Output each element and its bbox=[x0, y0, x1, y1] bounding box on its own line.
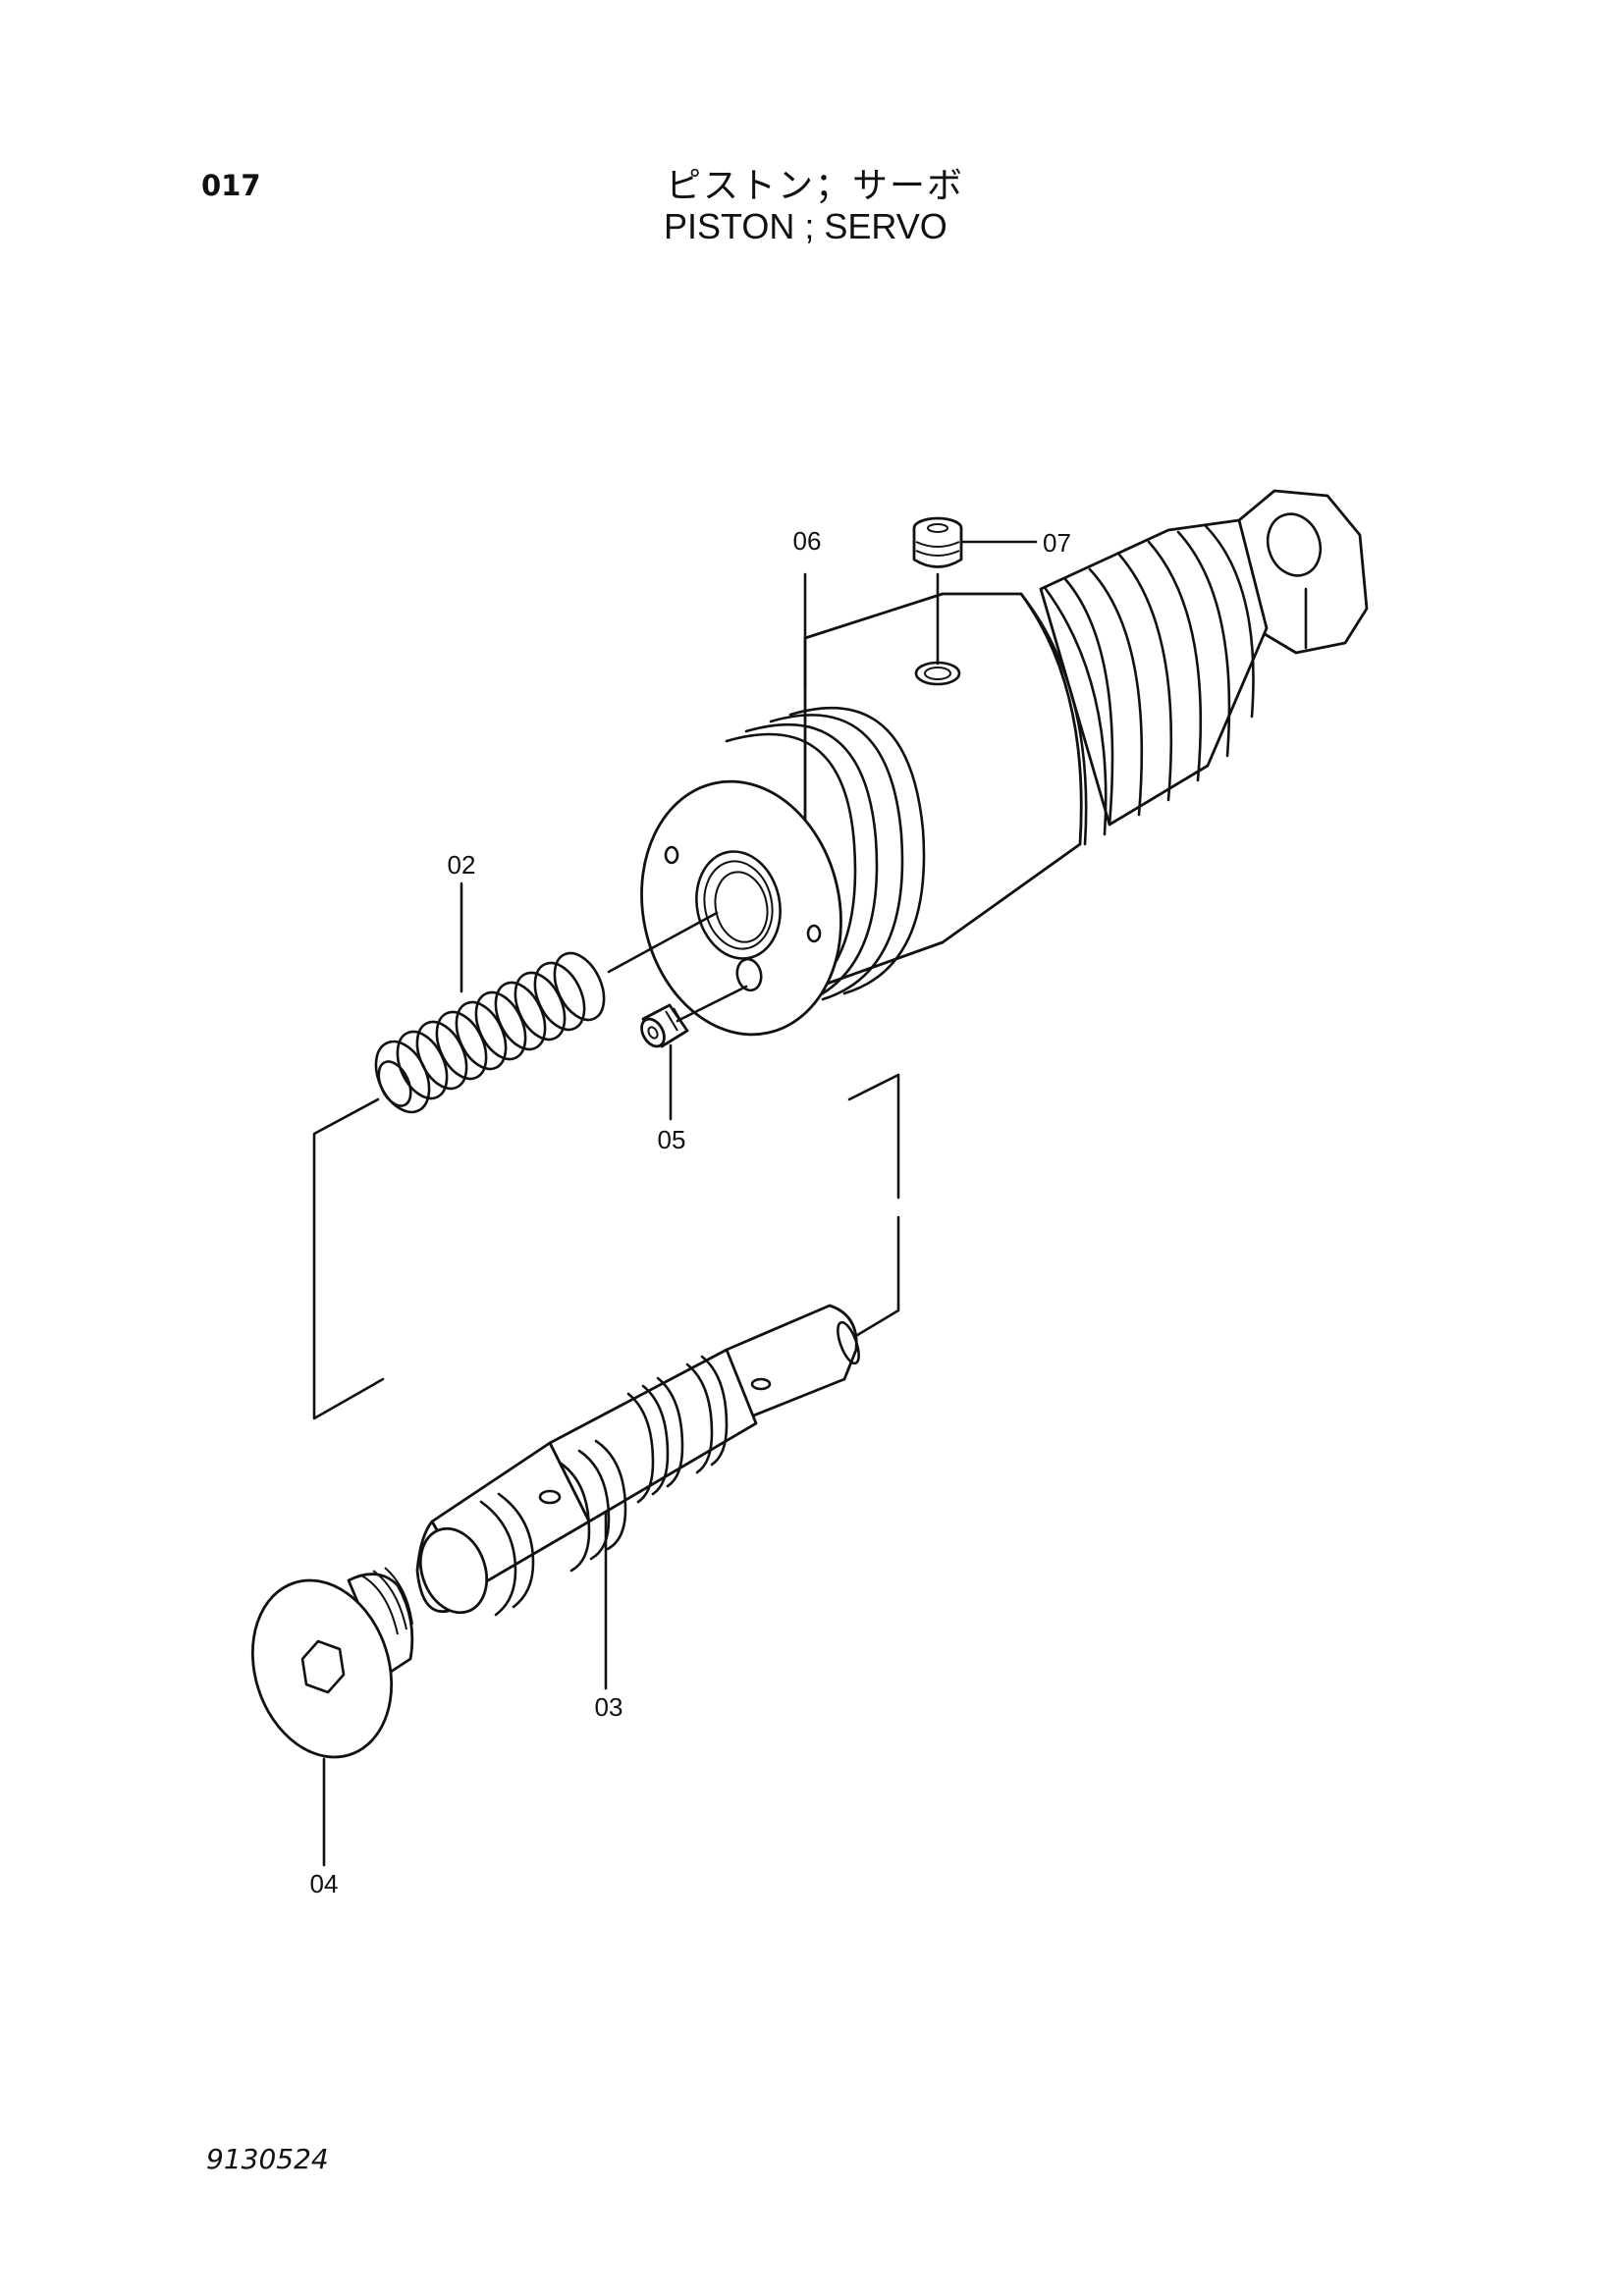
part-05-set-screw bbox=[640, 1003, 689, 1048]
callout-06: 06 bbox=[793, 526, 822, 556]
callout-07: 07 bbox=[1043, 528, 1071, 558]
title-japanese: ピストン；サーボ bbox=[666, 166, 965, 206]
callout-03: 03 bbox=[595, 1692, 623, 1722]
callout-02: 02 bbox=[448, 850, 476, 880]
part-02-spring bbox=[374, 951, 606, 1114]
page-number: 017 bbox=[201, 169, 261, 202]
leader-lines bbox=[322, 540, 1038, 1867]
part-03-spool bbox=[415, 1304, 860, 1617]
callout-05: 05 bbox=[658, 1125, 686, 1154]
callout-04: 04 bbox=[310, 1869, 339, 1898]
title-english: PISTON ; SERVO bbox=[664, 206, 947, 246]
part-04-hex-socket-plug bbox=[250, 1567, 414, 1759]
drawing-code: 9130524 bbox=[206, 2143, 329, 2175]
part-06-piston-body bbox=[640, 489, 1369, 1037]
part-07-plug bbox=[912, 516, 963, 568]
connection-brackets bbox=[312, 1073, 900, 1420]
